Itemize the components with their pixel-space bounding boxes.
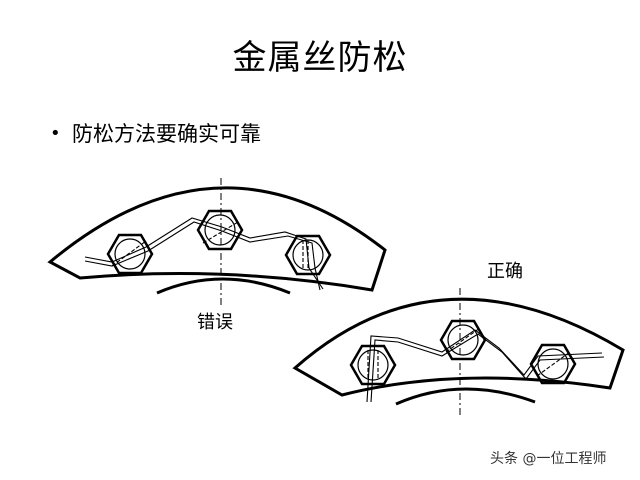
bullet-text: 防松方法要确实可靠	[72, 122, 261, 146]
wrong-label: 错误	[197, 312, 233, 333]
right-bolt-middle	[439, 319, 487, 361]
right-lock-wire	[366, 327, 605, 403]
right-flange-outline	[292, 297, 625, 397]
bullet-dot: •	[50, 122, 61, 144]
wrong-bolt-middle	[196, 209, 244, 251]
wrong-bolt-left	[106, 233, 154, 275]
watermark: 头条 @一位工程师	[490, 451, 607, 467]
wrong-inner-arc	[156, 277, 291, 295]
right-label: 正确	[487, 261, 523, 282]
right-bolt-right	[529, 343, 577, 385]
wrong-lock-wire	[84, 217, 324, 291]
right-inner-arc	[395, 387, 536, 406]
slide-title: 金属丝防松	[232, 38, 408, 78]
wrong-assembly	[47, 178, 387, 305]
bullet-item: • 防松方法要确实可靠	[50, 118, 261, 148]
wrong-flange-outline	[47, 186, 387, 292]
right-bolt-left	[349, 344, 397, 386]
right-assembly	[292, 288, 625, 415]
